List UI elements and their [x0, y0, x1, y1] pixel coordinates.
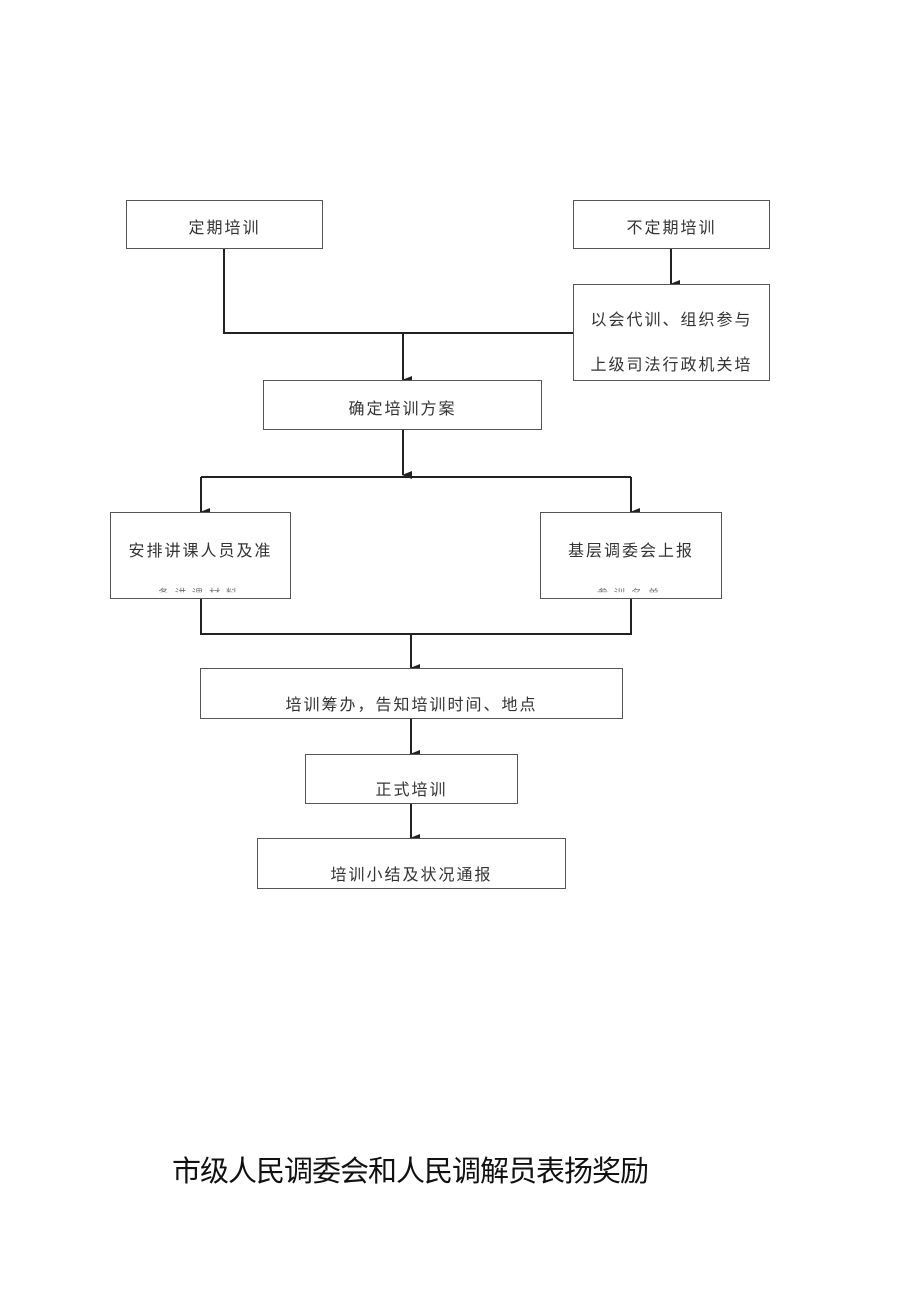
- node-determine-plan: 确定培训方案: [263, 380, 542, 430]
- node-organize-notify-label: 培训筹办，告知培训时间、地点: [285, 695, 538, 714]
- node-irregular-training-label: 不定期培训: [626, 218, 717, 237]
- node-arrange-lecturers-cont: 备讲课材料: [158, 587, 243, 599]
- section-heading: 市级人民调委会和人民调解员表扬奖励: [172, 1154, 649, 1188]
- node-regular-training: 定期培训: [126, 200, 323, 249]
- node-summary-report-label: 培训小结及状况通报: [330, 865, 493, 884]
- node-organize-notify: 培训筹办，告知培训时间、地点: [200, 668, 623, 719]
- connector-lecturers-down: [200, 599, 632, 635]
- node-formal-training-label: 正式培训: [375, 780, 448, 799]
- node-summary-report: 培训小结及状况通报: [257, 838, 566, 889]
- node-arrange-lecturers-label: 安排讲课人员及准: [128, 541, 273, 560]
- node-arrange-lecturers: 安排讲课人员及准 备讲课材料: [110, 512, 291, 599]
- node-grassroots-report-cont: 参训名单: [597, 587, 665, 599]
- node-grassroots-report-label: 基层调委会上报: [567, 541, 694, 560]
- node-grassroots-report: 基层调委会上报 参训名单: [540, 512, 722, 599]
- node-regular-training-label: 定期培训: [188, 218, 261, 237]
- node-determine-plan-label: 确定培训方案: [348, 399, 457, 418]
- node-irregular-training: 不定期培训: [573, 200, 770, 249]
- node-meeting-training-line1: 以会代训、组织参与: [590, 310, 753, 329]
- node-formal-training: 正式培训: [305, 754, 518, 804]
- node-meeting-training-line2: 上级司法行政机关培: [590, 355, 753, 374]
- node-meeting-training: 以会代训、组织参与 上级司法行政机关培: [573, 284, 770, 381]
- connector-regular-to-merge: [223, 248, 573, 334]
